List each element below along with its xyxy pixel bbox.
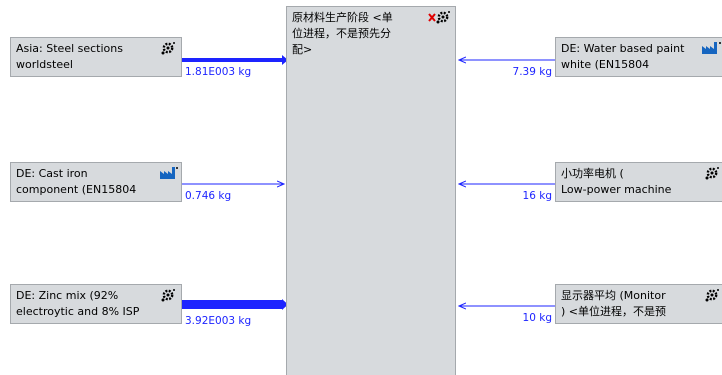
gear-icon: [705, 289, 719, 302]
process-label: 小功率电机 ( Low-power machine: [561, 167, 672, 196]
gear-icon: [705, 167, 719, 180]
flow-amount-left-3: 3.92E003 kg: [185, 315, 252, 327]
process-box-left-3[interactable]: DE: Zinc mix (92% electroytic and 8% ISP: [10, 284, 182, 324]
process-label: DE: Cast iron component (EN15804: [16, 167, 137, 196]
process-label: 显示器平均 (Monitor ) <单位进程，不是预: [561, 289, 667, 318]
x-mark-icon: [428, 13, 436, 22]
gear-icon: [161, 289, 175, 302]
process-label: DE: Zinc mix (92% electroytic and 8% ISP: [16, 289, 140, 318]
process-box-right-1[interactable]: DE: Water based paint white (EN15804: [555, 37, 722, 77]
gear-icon: [436, 11, 450, 24]
flow-arrow-left-1: [282, 55, 288, 65]
central-process-icons: [427, 9, 453, 28]
process-box-right-3[interactable]: 显示器平均 (Monitor ) <单位进程，不是预: [555, 284, 722, 324]
gear-icon: [161, 42, 175, 55]
flow-amount-right-1: 7.39 kg: [512, 66, 552, 78]
flow-amount-right-2: 16 kg: [522, 190, 552, 202]
flow-band-left-3[interactable]: [182, 300, 282, 309]
process-box-left-2[interactable]: DE: Cast iron component (EN15804: [10, 162, 182, 202]
factory-icon: [160, 167, 178, 179]
flow-band-left-1[interactable]: [182, 58, 282, 62]
process-label: Asia: Steel sections worldsteel: [16, 42, 123, 71]
flow-arrow-left-3: [282, 299, 288, 310]
process-label: DE: Water based paint white (EN15804: [561, 42, 685, 71]
flow-amount-left-2: 0.746 kg: [185, 190, 232, 202]
flow-amount-left-1: 1.81E003 kg: [185, 66, 252, 78]
central-process-box[interactable]: 原材料生产阶段 <单 位进程，不是预先分 配>: [286, 6, 456, 375]
flow-amount-right-3: 10 kg: [522, 312, 552, 324]
central-process-label: 原材料生产阶段 <单 位进程，不是预先分 配>: [292, 11, 393, 56]
factory-icon: [702, 42, 721, 54]
process-box-left-1[interactable]: Asia: Steel sections worldsteel: [10, 37, 182, 77]
process-box-right-2[interactable]: 小功率电机 ( Low-power machine: [555, 162, 722, 202]
